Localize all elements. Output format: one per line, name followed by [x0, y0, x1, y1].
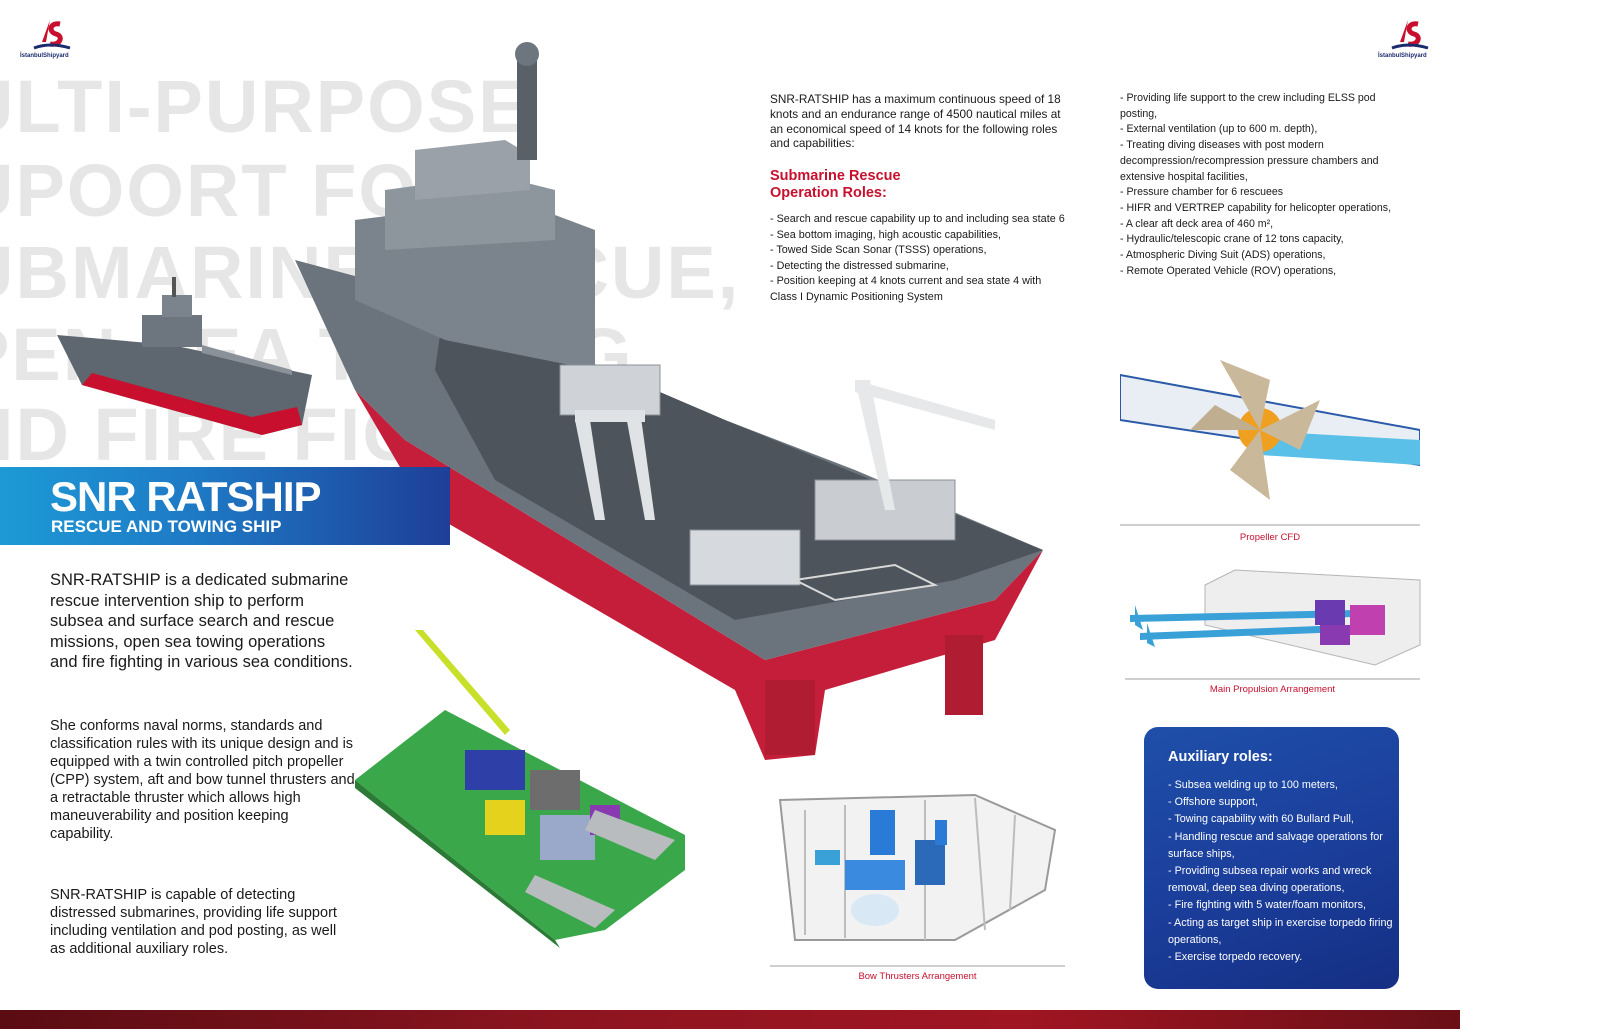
list-item: - Treating diving diseases with post mod…: [1120, 139, 1379, 183]
capability-paragraph: SNR-RATSHIP is capable of detecting dist…: [50, 887, 337, 957]
propulsion-caption-rule: [1125, 678, 1420, 680]
list-item: - Subsea welding up to 100 meters,: [1168, 779, 1338, 791]
thrusters-caption: Bow Thrusters Arrangement: [858, 971, 977, 982]
list-item: - HIFR and VERTREP capability for helico…: [1120, 201, 1392, 214]
auxiliary-roles-heading: Auxiliary roles:: [1168, 749, 1273, 765]
propeller-caption: Propeller CFD: [1239, 532, 1301, 543]
list-item: - Search and rescue capability up to and…: [770, 213, 1065, 225]
logo-text: İstanbulShipyard: [20, 53, 69, 59]
design-paragraph: She conforms naval norms, standards and …: [50, 718, 355, 842]
propeller-caption-rule: [1120, 524, 1420, 526]
logo-text: İstanbulShipyard: [1378, 53, 1427, 59]
list-item: - Fire fighting with 5 water/foam monito…: [1168, 899, 1367, 912]
list-item: - Hydraulic/telescopic crane of 12 tons …: [1120, 233, 1344, 246]
list-item: - Atmospheric Diving Suit (ADS) operatio…: [1120, 249, 1326, 262]
small-ship-illustration: [57, 277, 312, 435]
list-item: - Towed Side Scan Sonar (TSSS) operation…: [770, 244, 987, 257]
page-subtitle: RESCUE AND TOWING SHIP: [51, 517, 282, 536]
logo-mark-icon: [1391, 20, 1429, 50]
thrusters-caption-rule: [770, 965, 1065, 967]
list-item: - Providing subsea repair works and wrec…: [1168, 865, 1372, 895]
bottom-decorative-bar: [0, 1010, 1460, 1029]
watermark-line-1: ULTI-PURPOSE: [0, 65, 530, 148]
list-item: - Detecting the distressed submarine,: [770, 259, 949, 272]
title-banner: SNR RATSHIP RESCUE AND TOWING SHIP: [0, 467, 450, 545]
list-item: - External ventilation (up to 600 m. dep…: [1120, 123, 1318, 136]
list-item: - Acting as target ship in exercise torp…: [1168, 916, 1393, 946]
list-item: - Towing capability with 60 Bullard Pull…: [1168, 813, 1354, 826]
main-ship-illustration: [295, 42, 1043, 760]
list-item: - Sea bottom imaging, high acoustic capa…: [770, 228, 1002, 241]
list-item: - Pressure chamber for 6 rescuees: [1120, 186, 1284, 199]
main-propulsion-image: [1130, 569, 1421, 666]
list-item: - Offshore support,: [1168, 796, 1258, 809]
bow-thrusters-image: [778, 793, 1057, 941]
propulsion-caption: Main Propulsion Arrangement: [1209, 684, 1336, 695]
auxiliary-roles-panel: Auxiliary roles: - Subsea welding up to …: [1144, 727, 1399, 989]
list-item: - Remote Operated Vehicle (ROV) operatio…: [1120, 264, 1337, 277]
propeller-cfd-image: [1120, 360, 1420, 500]
rescue-roles-heading: Submarine Rescue Operation Roles:: [770, 168, 901, 201]
list-item: - Handling rescue and salvage operations…: [1168, 830, 1383, 860]
page-title: SNR RATSHIP: [50, 473, 322, 520]
logo-mark-icon: [33, 20, 71, 50]
rescue-roles-list: - Search and rescue capability up to and…: [770, 212, 1068, 306]
list-item: - A clear aft deck area of 460 m²,: [1120, 217, 1274, 230]
speed-paragraph: SNR-RATSHIP has a maximum continuous spe…: [770, 92, 1061, 151]
auxiliary-roles-list: - Subsea welding up to 100 meters, - Off…: [1168, 777, 1393, 966]
intro-paragraph: SNR-RATSHIP is a dedicated submarine res…: [50, 571, 353, 671]
list-item: - Providing life support to the crew inc…: [1120, 92, 1376, 120]
capabilities-list: - Providing life support to the crew inc…: [1120, 91, 1410, 279]
list-item: - Position keeping at 4 knots current an…: [770, 275, 1042, 303]
istanbul-shipyard-logo-left: İstanbulShipyard: [20, 18, 80, 62]
deck-layout-illustration: [355, 630, 685, 948]
istanbul-shipyard-logo-right: İstanbulShipyard: [1378, 18, 1438, 62]
list-item: - Exercise torpedo recovery.: [1168, 951, 1303, 964]
